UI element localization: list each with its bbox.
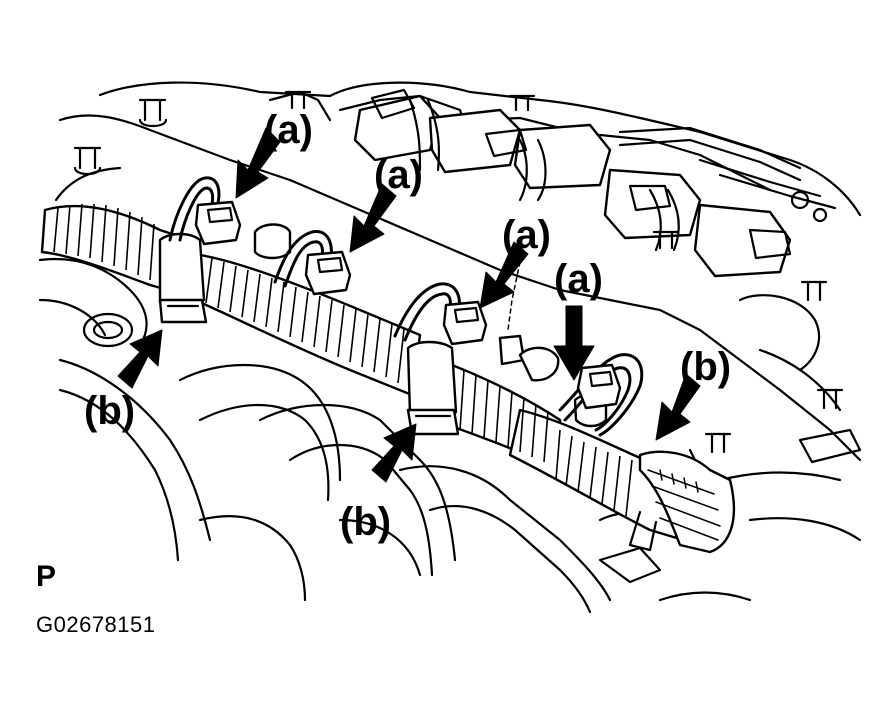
callout-arrows [117,127,701,483]
callout-b-3: (b) [680,345,731,389]
arrow-icon [117,329,163,389]
arrow-icon [349,183,397,253]
arrow-icon [371,423,417,483]
arrow-icon [553,305,595,381]
intake-manifold [38,258,752,614]
figure-id: G02678151 [36,612,156,637]
callout-a-3: (a) [502,213,551,257]
callout-a-2: (a) [374,153,423,197]
arrow-icon [479,241,529,309]
engine-background [54,81,862,542]
view-letter: P [36,560,57,593]
injector-connectors [194,200,622,410]
callout-b-1: (b) [84,389,135,433]
harness-clamps [158,232,736,554]
callout-labels: (a) (a) (a) (a) (b) (b) (b) [84,108,731,544]
arrow-icon [655,373,701,441]
arrow-icon [235,127,281,199]
callout-a-4: (a) [554,257,603,301]
callout-a-1: (a) [264,108,313,152]
callout-b-2: (b) [340,500,391,544]
